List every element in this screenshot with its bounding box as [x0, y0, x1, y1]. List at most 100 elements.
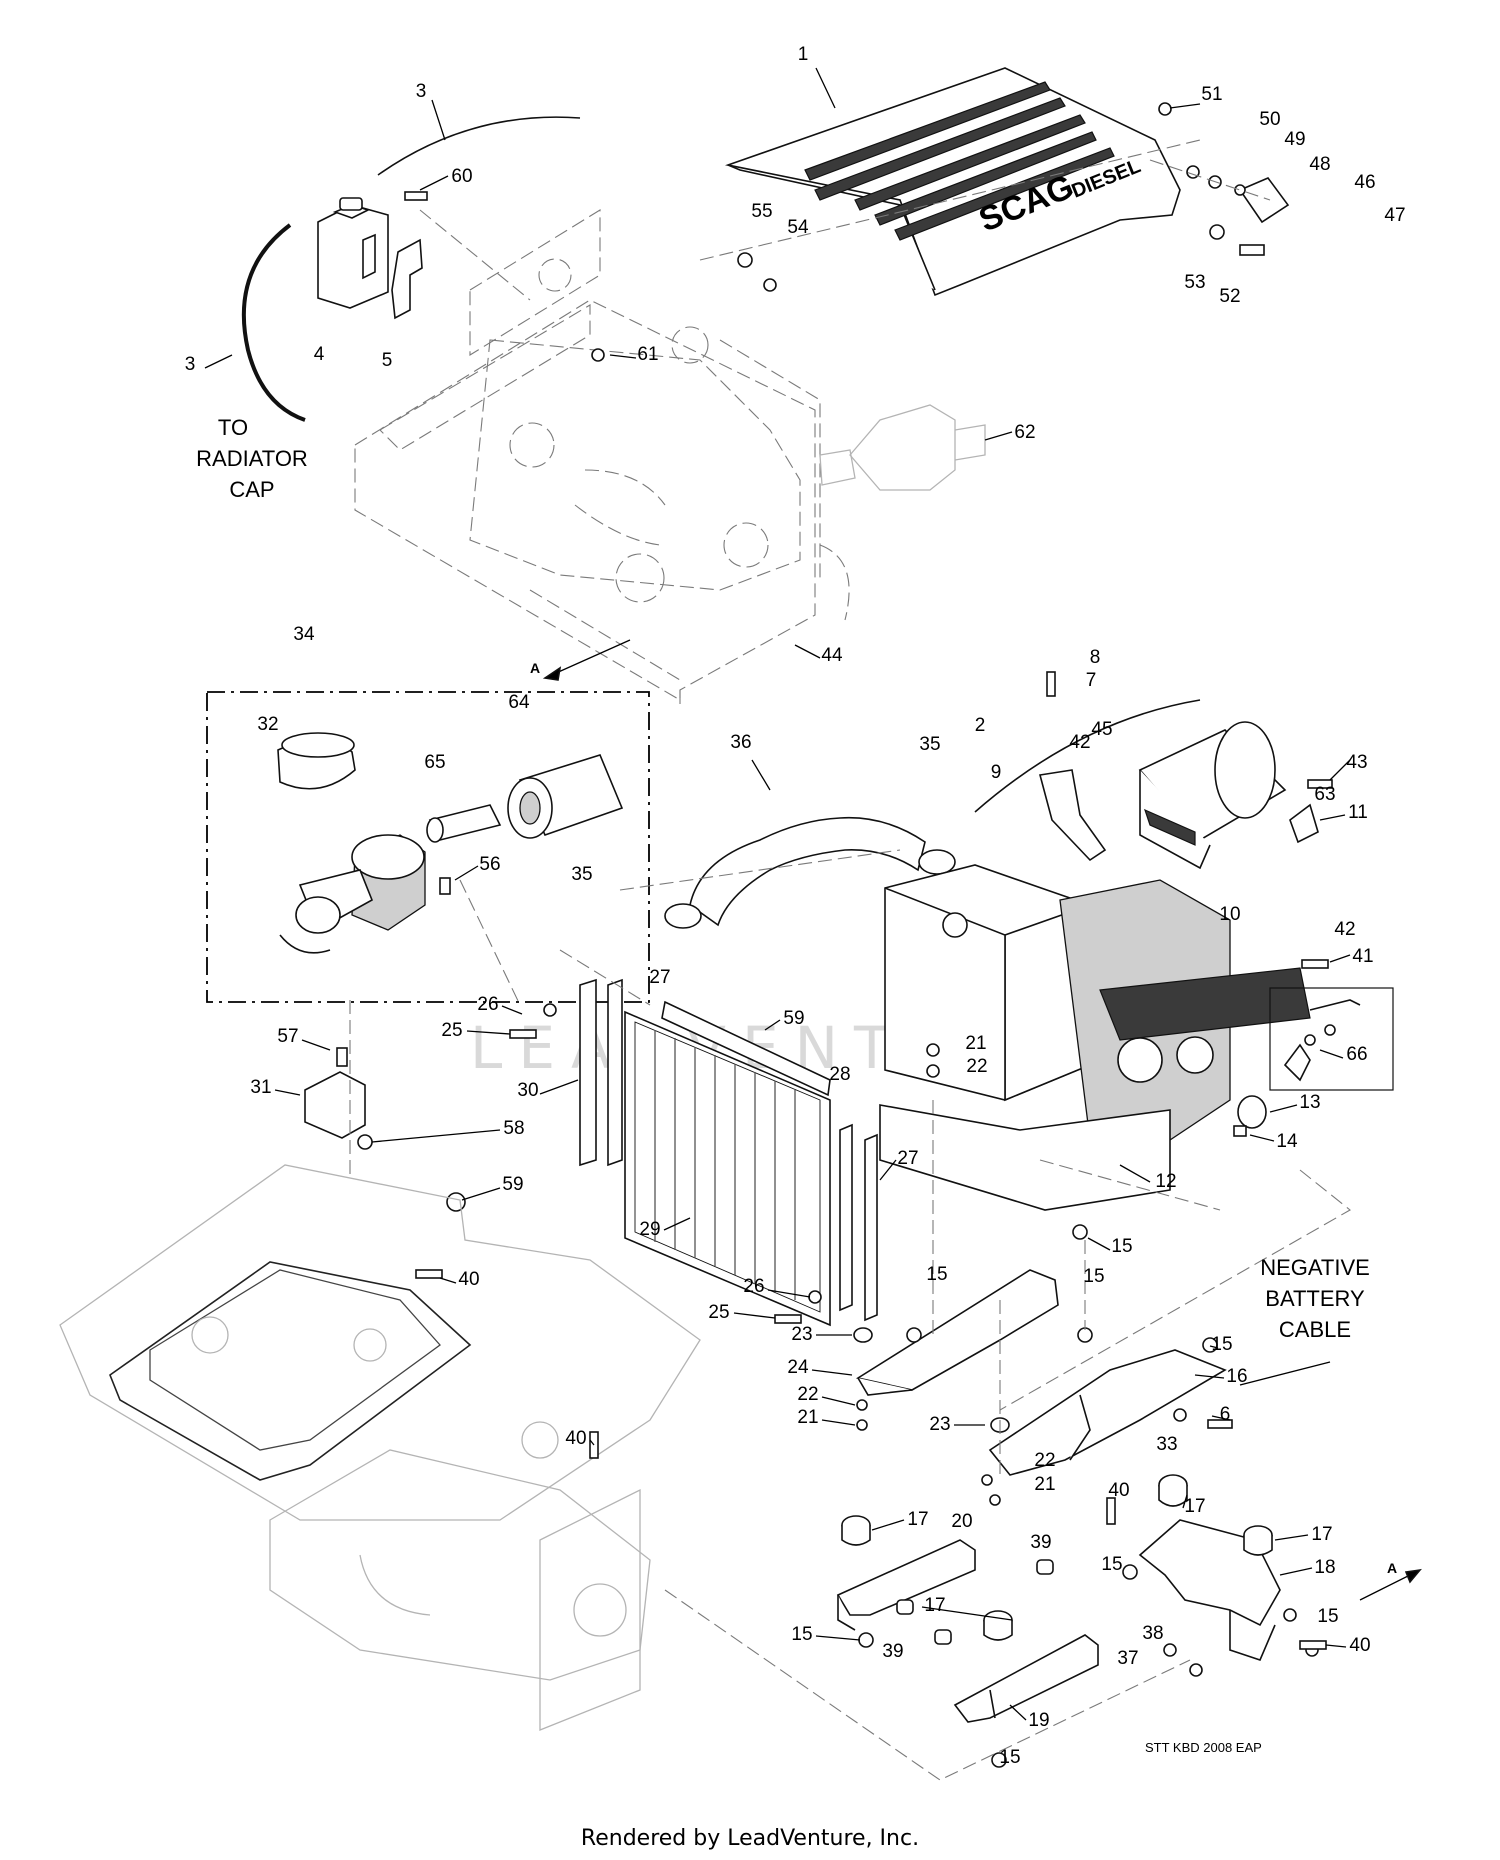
upper-radiator-hose: [689, 816, 926, 927]
callout-55: 55: [751, 201, 772, 222]
callout-26: 26: [477, 994, 498, 1015]
callout-18: 18: [1314, 1557, 1335, 1578]
axle-hub-assembly: [819, 404, 986, 491]
temp-sensor: [1233, 1095, 1267, 1137]
callout-22: 22: [797, 1384, 818, 1405]
engine-radiator-assembly: [879, 864, 1311, 1211]
callout-46: 46: [1354, 172, 1375, 193]
callout-25: 25: [708, 1302, 729, 1323]
callout-64: 64: [508, 692, 530, 713]
callout-56: 56: [479, 854, 500, 875]
callout-57: 57: [277, 1026, 298, 1047]
callout-19: 19: [1028, 1710, 1049, 1731]
section-marker-left: A: [530, 660, 540, 676]
callout-11: 11: [1348, 802, 1368, 823]
callout-20: 20: [951, 1511, 972, 1532]
muffler-bracket: [1038, 769, 1107, 862]
callout-53: 53: [1184, 272, 1205, 293]
rubber-isolators: [841, 1327, 1273, 1645]
callout-59: 59: [783, 1008, 804, 1029]
callout-39: 39: [882, 1641, 903, 1662]
radiator-seals: [579, 978, 878, 1322]
callout-22: 22: [1034, 1450, 1055, 1471]
to-radiator-cap-label-line2: RADIATOR: [196, 446, 308, 471]
callout-17: 17: [907, 1509, 928, 1530]
callout-21: 21: [965, 1033, 986, 1054]
callout-62: 62: [1014, 422, 1035, 443]
section-arrows: [542, 639, 1422, 1601]
callout-28: 28: [829, 1064, 850, 1085]
radiator-screen: [624, 1010, 831, 1327]
detail-inset-box: [1269, 987, 1394, 1091]
callout-26: 26: [743, 1276, 764, 1297]
callout-60: 60: [451, 166, 472, 187]
callout-15: 15: [791, 1624, 812, 1645]
callout-49: 49: [1284, 129, 1305, 150]
callout-9: 9: [991, 762, 1002, 783]
callout-65: 65: [424, 752, 445, 773]
callout-15: 15: [999, 1747, 1020, 1768]
negative-battery-cable-line1: NEGATIVE: [1260, 1255, 1370, 1280]
callout-12: 12: [1155, 1171, 1176, 1192]
callout-59: 59: [502, 1174, 523, 1195]
callout-40: 40: [1349, 1635, 1370, 1656]
engine-mount-front-right: [953, 1634, 1099, 1723]
detail-inset-parts: [1283, 999, 1361, 1082]
callout-25: 25: [441, 1020, 462, 1041]
callout-38: 38: [1142, 1623, 1163, 1644]
callout-15: 15: [1101, 1554, 1122, 1575]
engine-mount-center-rail: [988, 1349, 1227, 1476]
alignment-lines: [349, 139, 1351, 1781]
callout-15: 15: [1211, 1334, 1232, 1355]
overflow-hose: [241, 116, 581, 422]
callout-22: 22: [966, 1056, 987, 1077]
callout-21: 21: [797, 1407, 818, 1428]
callout-21: 21: [1034, 1474, 1055, 1495]
callout-66: 66: [1346, 1044, 1367, 1065]
callout-37: 37: [1117, 1648, 1138, 1669]
callout-48: 48: [1309, 154, 1330, 175]
reservoir-bracket: [391, 238, 423, 320]
callout-40: 40: [458, 1269, 479, 1290]
callout-61: 61: [637, 344, 658, 365]
engine-mount-front-left: [836, 1539, 976, 1631]
callout-33: 33: [1156, 1434, 1177, 1455]
callout-41: 41: [1352, 946, 1373, 967]
chassis-frame-lower: [59, 1164, 701, 1731]
coolant-reservoir: [317, 197, 389, 309]
left-mount-bracket: [304, 1047, 466, 1212]
callout-40: 40: [565, 1428, 586, 1449]
callout-leaders: [204, 67, 1351, 1721]
callout-2: 2: [975, 715, 986, 736]
callout-31: 31: [250, 1077, 271, 1098]
engine-hood: SCAG DIESEL: [724, 67, 1181, 297]
callout-17: 17: [1311, 1524, 1332, 1545]
callout-47: 47: [1384, 205, 1405, 226]
callout-5: 5: [382, 350, 393, 371]
callout-58: 58: [503, 1118, 524, 1139]
callout-45: 45: [1091, 719, 1112, 740]
callout-54: 54: [787, 217, 809, 238]
callout-10: 10: [1219, 904, 1240, 925]
callout-44: 44: [821, 645, 843, 666]
callout-16: 16: [1226, 1366, 1247, 1387]
callout-42: 42: [1069, 732, 1090, 753]
callout-27: 27: [897, 1148, 918, 1169]
to-radiator-cap-label-line1: TO: [218, 415, 248, 440]
callout-63: 63: [1314, 784, 1335, 805]
callout-3: 3: [416, 81, 427, 102]
callout-15: 15: [1083, 1266, 1104, 1287]
callout-36: 36: [730, 732, 751, 753]
callout-40: 40: [1108, 1480, 1129, 1501]
chassis-frame-upper: [354, 209, 850, 710]
callout-24: 24: [787, 1357, 809, 1378]
negative-battery-cable-line2: BATTERY: [1265, 1286, 1365, 1311]
callout-39: 39: [1030, 1532, 1051, 1553]
exhaust-gasket: [1289, 803, 1319, 844]
callout-43: 43: [1346, 752, 1367, 773]
callout-50: 50: [1259, 109, 1280, 130]
callout-15: 15: [1111, 1236, 1132, 1257]
hood-vents: [804, 81, 1115, 241]
